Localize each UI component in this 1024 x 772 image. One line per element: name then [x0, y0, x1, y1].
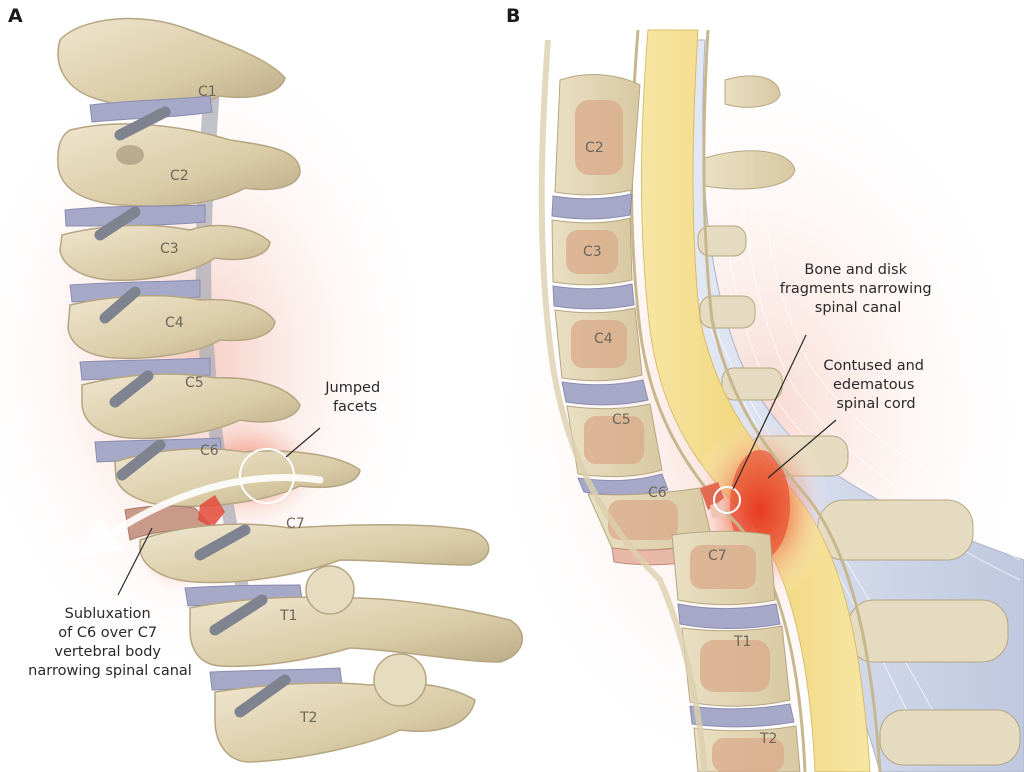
panel-a-cord [195, 60, 262, 660]
label-a-c7: C7 [286, 516, 305, 532]
vertebra-a-t2 [214, 653, 476, 763]
vertebral-bodies-b [551, 74, 801, 772]
label-b-c2: C2 [585, 140, 604, 156]
label-a-c5: C5 [185, 375, 204, 391]
jumped-facets-circle [239, 448, 295, 504]
panel-a-letter: A [8, 5, 23, 27]
vertebra-labels-a: C1 C2 C3 C4 C5 C6 C7 T1 T2 [160, 84, 317, 726]
anterior-edge-b [538, 39, 708, 772]
panel-b-letter: B [506, 5, 520, 27]
vertebra-a-c1 [57, 17, 286, 123]
label-a-t1: T1 [279, 608, 297, 624]
jumped-facets-leader [285, 427, 321, 458]
panel-a: C1 C2 C3 C4 C5 C6 C7 T1 T2 Jumped facets… [0, 5, 524, 763]
label-a-c6: C6 [200, 443, 219, 459]
callout-jumped-facets: Jumped facets [324, 380, 385, 415]
label-a-t2: T2 [299, 710, 317, 726]
label-b-c3: C3 [583, 244, 602, 260]
dura-posterior [702, 29, 882, 772]
fragments-circle [713, 486, 741, 514]
spinal-cord-b [641, 29, 871, 772]
label-b-c7: C7 [708, 548, 727, 564]
vertebra-labels-b: C2 C3 C4 C5 C6 C7 T1 T2 [583, 140, 777, 747]
label-a-c2: C2 [170, 168, 189, 184]
callout-fragments: Bone and disk fragments narrowing spinal… [780, 262, 936, 316]
callout-contused: Contused and edematous spinal cord [823, 358, 928, 412]
label-b-t2: T2 [759, 731, 777, 747]
label-b-t1: T1 [733, 634, 751, 650]
label-a-c1: C1 [198, 84, 217, 100]
subluxation-leader [117, 527, 153, 596]
label-a-c3: C3 [160, 241, 179, 257]
panel-b: C2 C3 C4 C5 C6 C7 T1 T2 Bone and disk fr… [480, 5, 1024, 772]
label-b-c4: C4 [594, 331, 613, 347]
label-b-c6: C6 [648, 485, 667, 501]
callout-subluxation: Subluxation of C6 over C7 vertebral body… [28, 606, 192, 679]
fragments-leader [732, 334, 807, 490]
label-b-c5: C5 [612, 412, 631, 428]
label-a-c4: C4 [165, 315, 184, 331]
nerve-roots-a [94, 106, 291, 718]
vertebra-a-t1 [189, 565, 524, 691]
contused-leader [767, 419, 837, 479]
